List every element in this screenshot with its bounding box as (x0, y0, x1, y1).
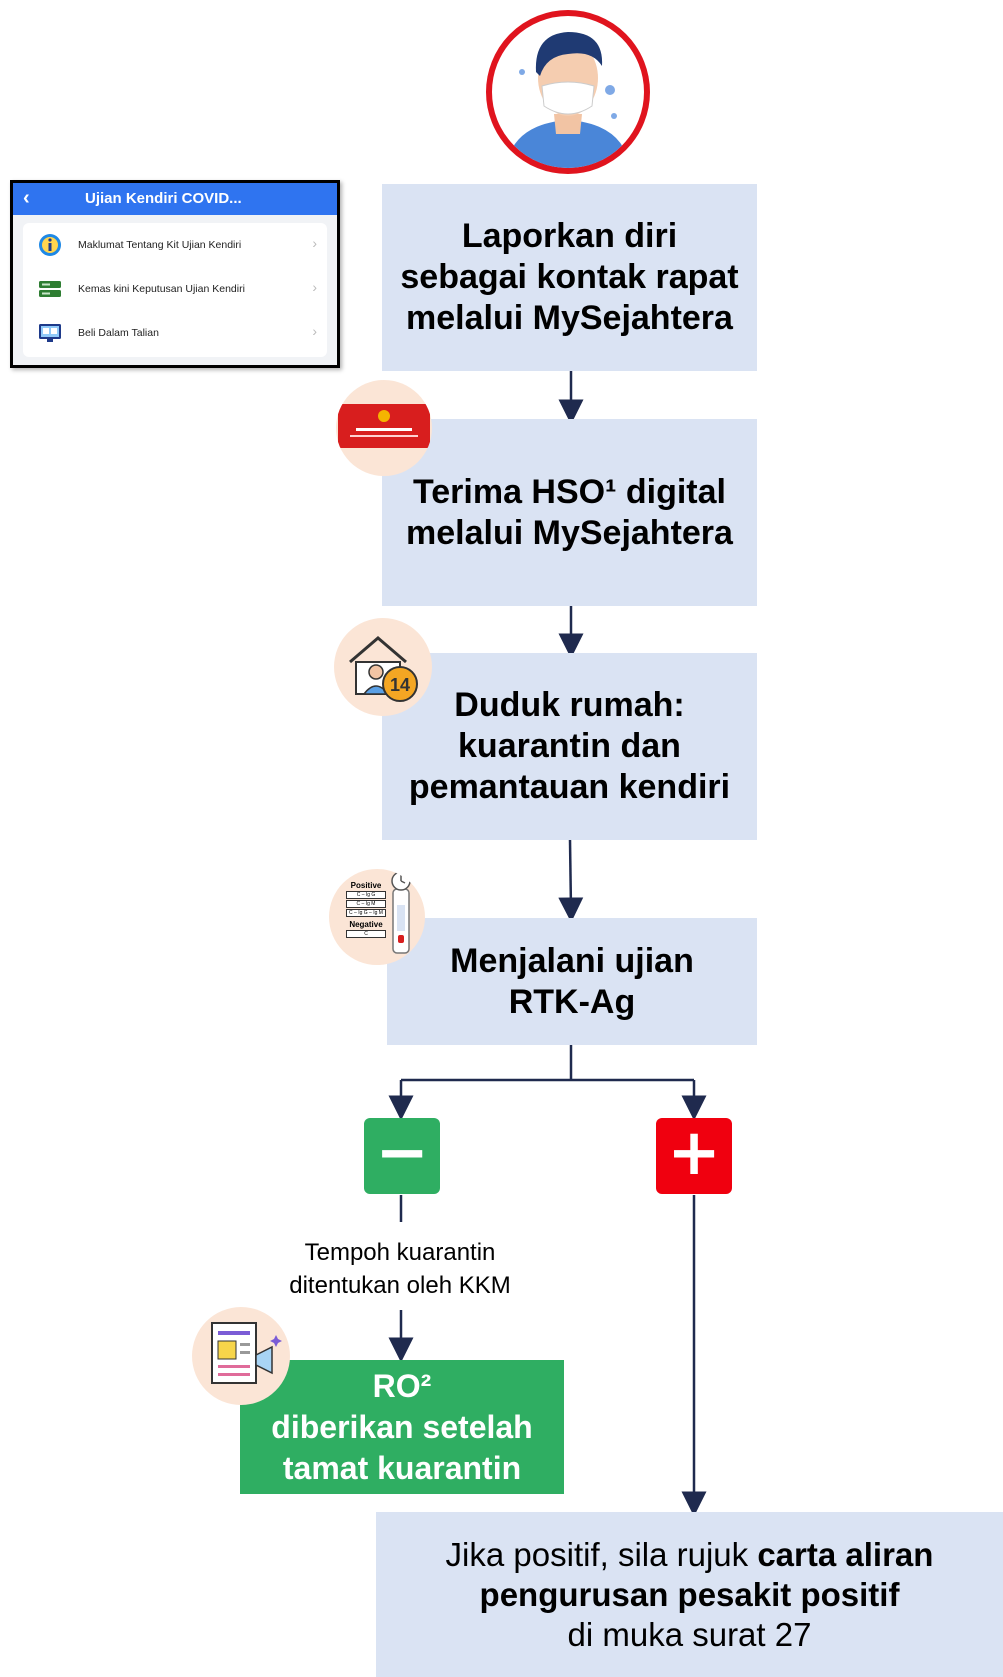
chevron-right-icon: › (312, 279, 317, 295)
app-panel-header: ‹ Ujian Kendiri COVID... (13, 183, 337, 215)
step1-line: sebagai kontak rapat (400, 258, 739, 296)
menu-item-label: Kemas kini Keputusan Ujian Kendiri (78, 283, 245, 295)
referral-line-1: Jika positif, sila rujuk carta aliran (446, 1535, 934, 1575)
note-line: ditentukan oleh KKM (289, 1272, 511, 1299)
test-cassette-icon (391, 871, 411, 954)
hso-document-icon (336, 380, 432, 476)
step3-line: pemantauan kendiri (408, 768, 731, 806)
step1-line: Laporkan diri (461, 217, 678, 255)
step-home-quarantine: Duduk rumah: kuarantin dan pemantauan ke… (382, 653, 757, 840)
chevron-right-icon: › (312, 323, 317, 339)
mysejahtera-app-panel: ‹ Ujian Kendiri COVID... Maklumat Tentan… (10, 180, 340, 368)
test-row: C (346, 930, 386, 938)
note-line: Tempoh kuarantin (304, 1239, 496, 1266)
step4-line: Menjalani ujian (450, 941, 694, 980)
referral-bold-2: pengurusan pesakit positif (479, 1575, 900, 1613)
step2-line: melalui MySejahtera (406, 513, 733, 552)
menu-item-label: Maklumat Tentang Kit Ujian Kendiri (78, 239, 242, 251)
positive-result-icon: + (656, 1118, 732, 1194)
release-letter-icon (192, 1307, 290, 1405)
menu-item-kit-info[interactable]: Maklumat Tentang Kit Ujian Kendiri › (23, 223, 327, 267)
test-positive-label: Positive (350, 881, 382, 890)
positive-referral-box: Jika positif, sila rujuk carta aliran pe… (376, 1512, 1003, 1677)
test-row: C – Ig G (346, 891, 386, 899)
arrow-step3-step4 (558, 839, 584, 923)
house-badge-number: 14 (390, 675, 410, 695)
step-report-self: Laporkan diri sebagai kontak rapat melal… (382, 184, 757, 371)
ro-line: RO² (372, 1367, 432, 1404)
step3-line: Duduk rumah: (454, 686, 685, 724)
menu-item-buy-online[interactable]: Beli Dalam Talian › (23, 311, 327, 355)
referral-suffix: di muka surat 27 (567, 1615, 812, 1653)
chevron-right-icon: › (312, 235, 317, 251)
app-panel-title: Ujian Kendiri COVID... (85, 190, 242, 207)
referral-prefix: Jika positif, sila rujuk (445, 1535, 758, 1573)
quarantine-period-note: Tempoh kuarantin ditentukan oleh KKM (250, 1236, 550, 1302)
ro-line: diberikan setelah (271, 1408, 533, 1445)
info-icon (39, 234, 61, 256)
test-row: C – Ig M (346, 900, 386, 908)
step1-line: melalui MySejahtera (406, 299, 733, 337)
negative-result-icon: − (364, 1118, 440, 1194)
masked-person-avatar (486, 10, 650, 174)
test-row: C – Ig G – Ig M (346, 909, 386, 917)
step3-line: kuarantin dan (458, 727, 681, 765)
home-quarantine-icon: 14 (334, 618, 432, 716)
server-icon (39, 281, 61, 297)
step-rtk-test: Menjalani ujian RTK-Ag (387, 918, 757, 1045)
monitor-icon (39, 324, 61, 342)
referral-bold-1: carta aliran (757, 1535, 934, 1573)
step2-line: Terima HSO¹ digital (413, 472, 726, 511)
masked-person-icon (494, 18, 642, 168)
ro-line: tamat kuarantin (282, 1449, 522, 1486)
step-receive-hso: Terima HSO¹ digital melalui MySejahtera (382, 419, 757, 606)
release-order-box: RO² diberikan setelah tamat kuarantin (240, 1360, 564, 1494)
test-negative-label: Negative (349, 920, 383, 929)
menu-item-label: Beli Dalam Talian (78, 327, 159, 339)
menu-item-update-result[interactable]: Kemas kini Keputusan Ujian Kendiri › (23, 267, 327, 311)
test-kit-icon: Positive C – Ig G C – Ig M C – Ig G – Ig… (329, 869, 425, 965)
back-arrow-icon[interactable]: ‹ (23, 187, 30, 209)
app-menu-list: Maklumat Tentang Kit Ujian Kendiri › Kem… (23, 223, 327, 357)
step4-line: RTK-Ag (508, 982, 636, 1021)
